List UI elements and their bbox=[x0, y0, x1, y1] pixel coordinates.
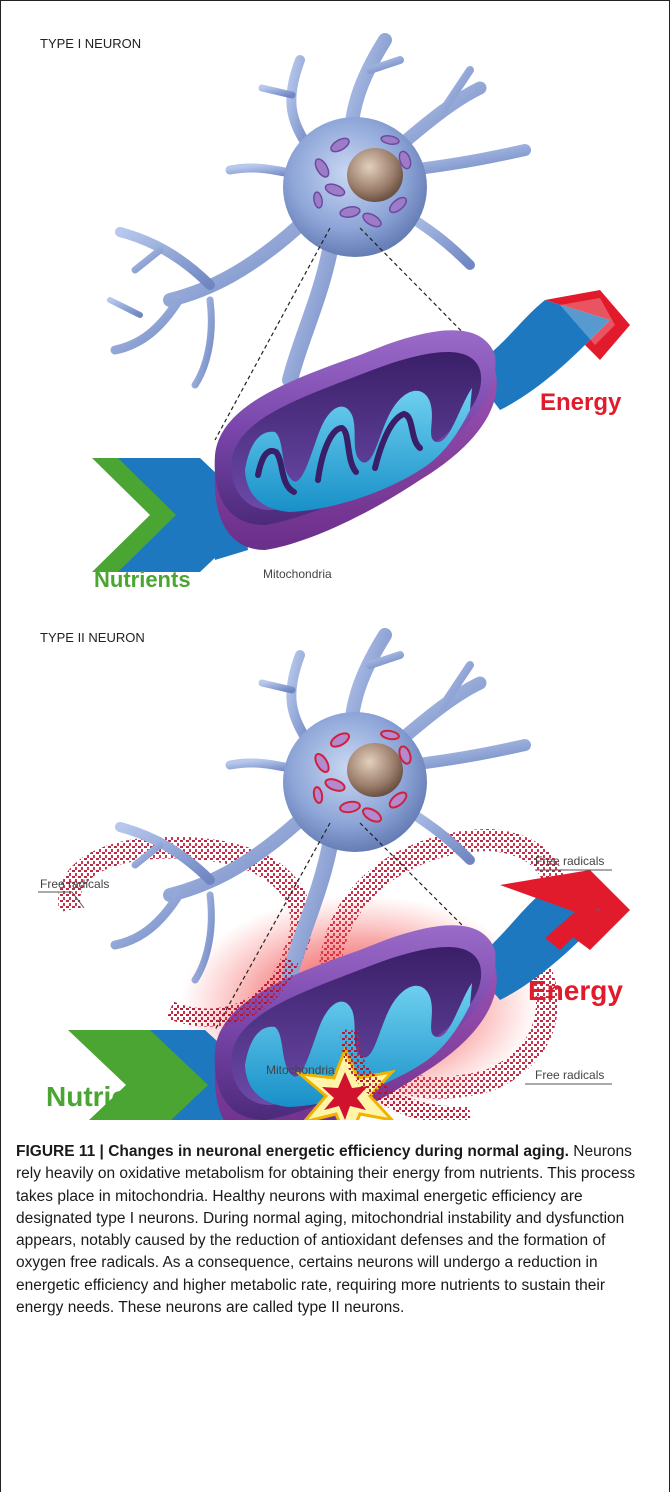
energy-label-type2: Energy bbox=[528, 975, 623, 1006]
mitochondria-label-type1: Mitochondria bbox=[263, 567, 332, 581]
nucleus bbox=[347, 743, 403, 797]
mitochondria-label-type2: Mitochondria bbox=[266, 1063, 335, 1077]
figure-svg: TYPE I NEURON bbox=[0, 0, 671, 1120]
panel-type2: TYPE II NEURON bbox=[38, 630, 630, 1120]
energy-label-type1: Energy bbox=[540, 389, 622, 416]
free-radicals-label-bottom-right: Free radicals bbox=[535, 1068, 604, 1082]
free-radicals-label-top-right: Free radicals bbox=[535, 854, 604, 868]
panel-title-type1: TYPE I NEURON bbox=[40, 36, 141, 51]
figure-caption: FIGURE 11 | Changes in neuronal energeti… bbox=[16, 1141, 656, 1319]
figure-illustration: TYPE I NEURON bbox=[0, 0, 671, 1120]
panel-title-type2: TYPE II NEURON bbox=[40, 630, 145, 645]
nucleus bbox=[347, 148, 403, 202]
mitochondrion-type1 bbox=[215, 330, 497, 550]
nutrients-label-type2: Nutrients bbox=[46, 1081, 169, 1112]
panel-type1: TYPE I NEURON bbox=[40, 36, 630, 592]
caption-heading: FIGURE 11 | Changes in neuronal energeti… bbox=[16, 1143, 569, 1160]
caption-body: Neurons rely heavily on oxidative metabo… bbox=[16, 1143, 635, 1316]
free-radicals-label-left: Free radicals bbox=[40, 877, 109, 891]
nutrients-label-type1: Nutrients bbox=[94, 567, 191, 592]
